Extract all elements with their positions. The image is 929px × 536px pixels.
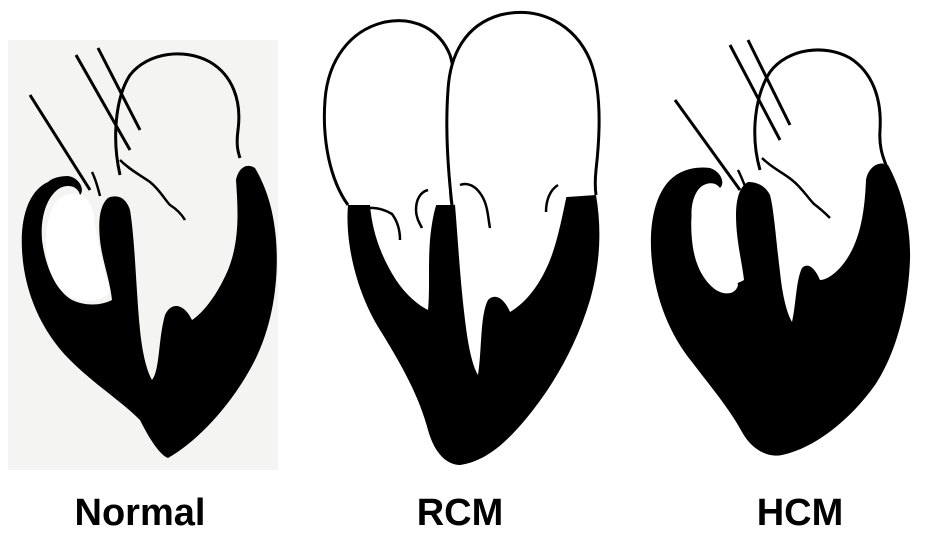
hcm-heart-panel: HCM xyxy=(630,0,929,536)
normal-label: Normal xyxy=(40,492,240,535)
rcm-label: RCM xyxy=(350,492,570,535)
hcm-label: HCM xyxy=(710,492,890,535)
rcm-right-atrium xyxy=(447,12,599,205)
hcm-heart-illustration xyxy=(630,0,929,490)
rcm-heart-panel: RCM xyxy=(300,0,630,536)
normal-heart-illustration xyxy=(0,0,300,490)
hcm-vessel-3 xyxy=(748,40,790,125)
rcm-heart-illustration xyxy=(300,0,630,490)
normal-heart-panel: Normal xyxy=(0,0,300,536)
hcm-ventricle-wall xyxy=(651,163,910,455)
rcm-left-atrium xyxy=(324,21,455,205)
hcm-atrium-outline xyxy=(755,50,886,170)
rcm-ventricle-wall xyxy=(347,172,599,465)
